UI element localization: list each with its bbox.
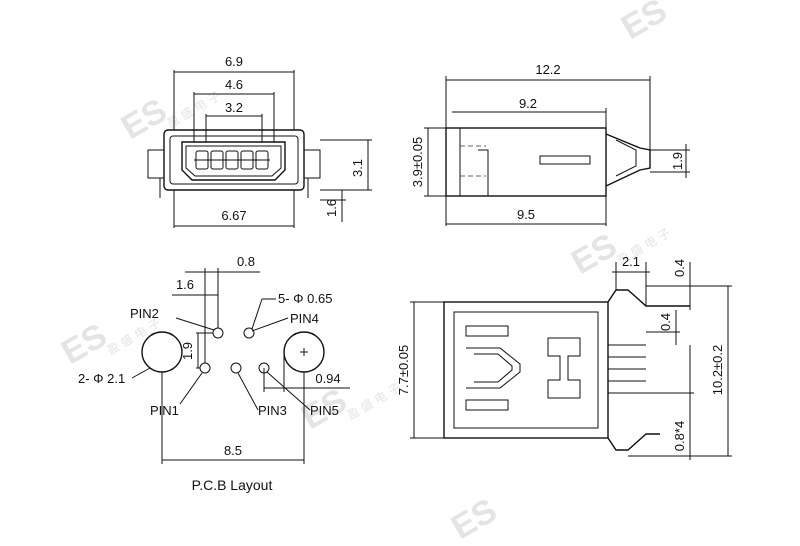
watermark-cn: 盈 盛 电 子 [344, 380, 403, 423]
side-front-face [445, 127, 461, 197]
label-small-holes: 5- Φ 0.65 [278, 291, 332, 306]
watermark-brand: ES [55, 316, 113, 372]
front-view: 6.9 4.6 3.2 6.67 3.1 1.6 [147, 54, 372, 228]
dim-0-8x4: 0.8*4 [672, 421, 687, 451]
watermark-brand: ES [565, 226, 623, 282]
dim-4-6: 4.6 [225, 77, 243, 92]
right-tab [303, 149, 321, 179]
dim-3-1: 3.1 [350, 159, 365, 177]
leader [175, 317, 215, 331]
leader [266, 371, 311, 411]
dim-1-9-pcb: 1.9 [180, 342, 195, 360]
dim-6-67: 6.67 [221, 208, 246, 223]
side-view: 12.2 9.2 9.5 3.9±0.05 1.9 [410, 62, 690, 226]
left-tab [147, 149, 165, 179]
shell-latch [466, 347, 521, 389]
leader [179, 372, 203, 405]
leader [251, 317, 289, 332]
label-pin2: PIN2 [130, 306, 159, 321]
leader [237, 372, 259, 411]
label-pin4: PIN4 [290, 311, 319, 326]
dim-3-2: 3.2 [225, 100, 243, 115]
socket-opening [181, 141, 286, 181]
label-pin5: PIN5 [310, 403, 339, 418]
dim-6-9: 6.9 [225, 54, 243, 69]
pin2-hole [212, 327, 224, 339]
dim-0-8: 0.8 [237, 254, 255, 269]
leader [131, 367, 151, 379]
dim-10-2: 10.2±0.2 [710, 345, 725, 396]
rear-latch-inner [615, 139, 637, 177]
watermark-brand: ES [615, 0, 673, 47]
plan-body [443, 301, 609, 439]
shell-latch-inner [474, 353, 513, 383]
dim-7-7: 7.7±0.05 [396, 345, 411, 396]
dim-2-1: 2.1 [622, 254, 640, 269]
pin4-hole [243, 327, 255, 339]
socket-opening-inner [185, 145, 282, 177]
label-pin1: PIN1 [150, 403, 179, 418]
dim-9-5: 9.5 [517, 207, 535, 222]
dim-9-2: 9.2 [519, 96, 537, 111]
t-feature [547, 337, 581, 399]
shell-slot-top [465, 325, 509, 337]
dim-1-6-pcb: 1.6 [176, 277, 194, 292]
dim-1-6: 1.6 [324, 199, 339, 217]
pin-leads [608, 344, 646, 394]
pcb-caption: P.C.B Layout [192, 477, 273, 493]
upper-leg [607, 289, 690, 307]
label-big-holes: 2- Φ 2.1 [78, 371, 125, 386]
rear-latch [605, 133, 651, 187]
dim-0-4-mid: 0.4 [658, 313, 673, 331]
pcb-layout: 0.8 1.6 1.9 0.94 8.5 PIN2 PIN4 5- Φ 0.65… [78, 254, 350, 493]
side-slot [539, 155, 591, 165]
dim-0-94: 0.94 [315, 371, 340, 386]
watermark-brand: ES [445, 491, 503, 546]
pin1-hole [199, 362, 211, 374]
front-body-inner [169, 135, 299, 185]
watermark-cn: 盈 盛 电 子 [104, 315, 163, 358]
watermark-group: ES ES ES ES ES ES 盈 盛 电 子 盈 盛 电 子 盈 盛 电 … [55, 0, 673, 546]
contact-row [194, 150, 270, 170]
label-pin3: PIN3 [258, 403, 287, 418]
pin3-hole [230, 362, 242, 374]
dim-12-2: 12.2 [535, 62, 560, 77]
side-body [445, 127, 607, 197]
dim-3-9: 3.9±0.05 [410, 137, 425, 188]
dim-8-5: 8.5 [224, 443, 242, 458]
inner-wall [478, 149, 489, 196]
lower-leg [607, 433, 660, 451]
shell-slot-bottom [465, 399, 509, 411]
plan-body-inner [453, 311, 599, 429]
leader [251, 298, 263, 330]
dim-0-4-top: 0.4 [672, 259, 687, 277]
mount-hole-left [141, 331, 183, 373]
dim-1-9-side: 1.9 [670, 152, 685, 170]
plan-view: 2.1 0.4 0.4 0.8*4 10.2±0.2 7.7±0.05 [396, 254, 732, 460]
